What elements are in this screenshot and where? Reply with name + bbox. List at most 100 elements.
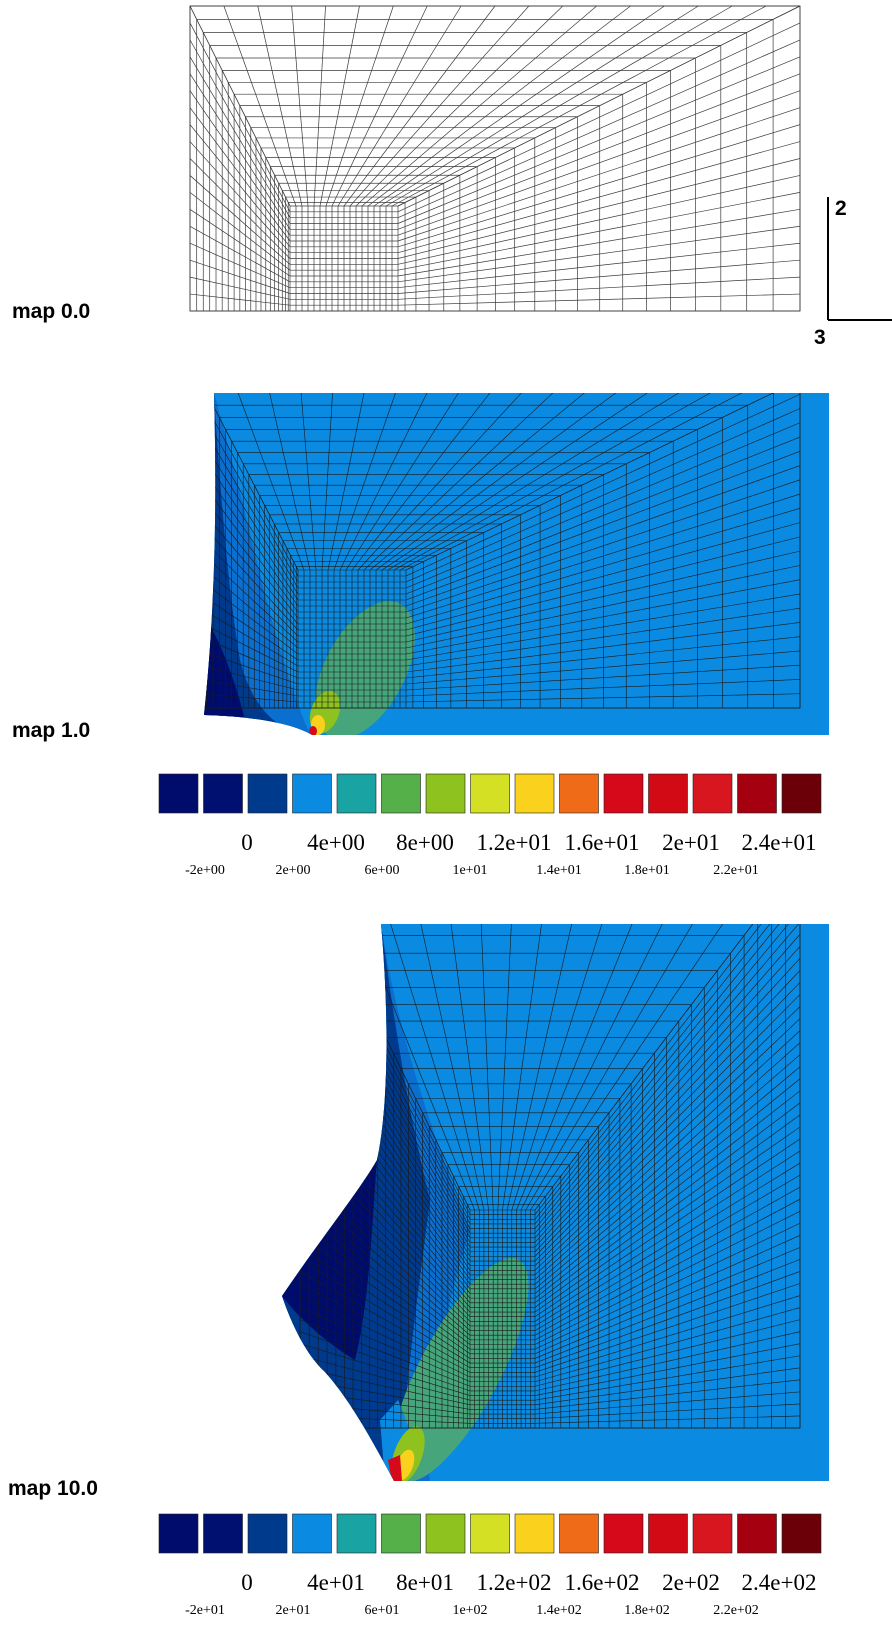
mesh-line (204, 451, 299, 601)
colorbar-swatch (692, 1513, 733, 1554)
mesh-line (299, 1247, 471, 1359)
mesh-line (405, 536, 801, 637)
mesh-line (397, 242, 801, 289)
colorbar-major-tick: 1.2e+01 (477, 830, 552, 855)
mesh-line (525, 924, 729, 1211)
mesh-line (534, 1198, 801, 1341)
axis-3-label: 3 (814, 326, 826, 349)
mesh-line (204, 465, 299, 607)
mesh-line (299, 1331, 471, 1392)
colorbar-minor-tick: 2.2e+02 (713, 1603, 759, 1618)
mesh-line (204, 436, 299, 595)
mesh-line (189, 141, 291, 253)
colorbar-swatch (336, 1513, 377, 1554)
mesh-line (534, 924, 801, 1234)
mesh-line (189, 259, 291, 294)
mesh-line (204, 565, 299, 649)
mesh-line (299, 1343, 471, 1396)
mesh-line (204, 664, 299, 691)
mesh-line (299, 1235, 471, 1355)
mesh-line (204, 508, 299, 625)
colorbar-swatch (737, 1513, 777, 1554)
mesh-line (405, 393, 801, 577)
colorbar-major-tick: 2.4e+02 (742, 1570, 817, 1595)
mesh-line (397, 192, 801, 271)
mesh-line (321, 393, 334, 571)
colorbar-swatch (470, 1513, 510, 1554)
mesh-line (534, 934, 801, 1239)
colorbar-swatch (292, 1513, 332, 1554)
mesh-line (534, 1066, 801, 1290)
mesh-line (299, 1210, 471, 1345)
mesh-line (405, 451, 801, 601)
mesh-line (534, 1210, 801, 1345)
colorbar-minor-tick: 2.2e+01 (713, 863, 759, 878)
mesh-line (189, 56, 291, 224)
mesh-line (204, 479, 299, 613)
colorbar-swatch (425, 1513, 466, 1554)
mesh-line (405, 522, 801, 631)
mesh-line (189, 242, 291, 288)
mesh-line (204, 393, 299, 571)
mesh-line (204, 607, 299, 667)
mesh-line (534, 1018, 801, 1271)
mesh-line (397, 175, 801, 265)
mesh-line (399, 393, 767, 571)
mesh-line (357, 393, 534, 571)
colorbar-major-tick: 4e+00 (307, 830, 365, 855)
colorbar-minor-tick: 1e+02 (452, 1603, 487, 1618)
colorbar-major-tick: 1.2e+02 (477, 1570, 552, 1595)
mesh-line (534, 1126, 801, 1313)
mesh-line (397, 22, 801, 213)
mesh-line (405, 465, 801, 607)
mesh-line (371, 924, 480, 1211)
deformed-mesh-1 (204, 393, 801, 709)
mesh-line (534, 1403, 801, 1420)
colorbar-swatch (603, 1513, 644, 1554)
mesh-line (478, 924, 494, 1211)
colorbar-major-tick: 2e+02 (662, 1570, 720, 1595)
mesh-line (204, 422, 299, 589)
mesh-line (189, 225, 291, 283)
mesh-line (327, 393, 367, 571)
mesh-line (189, 90, 291, 236)
mesh-line (189, 293, 291, 306)
mesh-line (516, 924, 658, 1211)
mesh-line (397, 39, 801, 218)
colorbar-major-tick: 8e+01 (396, 1570, 454, 1595)
mesh-line (387, 393, 701, 571)
mesh-line (534, 1054, 801, 1285)
colorbar-swatch (692, 773, 733, 814)
colorbar-swatch (336, 773, 377, 814)
mesh-line (391, 5, 767, 207)
mesh-line (204, 522, 299, 631)
colorbar-minor-tick: 6e+00 (364, 863, 399, 878)
mesh-line (534, 1174, 801, 1331)
mesh-line (204, 622, 299, 673)
colorbar-minor-tick: 1.8e+02 (624, 1603, 670, 1618)
mesh-line (397, 124, 801, 248)
mesh-line (534, 1042, 801, 1280)
mesh-line (397, 56, 801, 224)
colorbar-swatch (292, 773, 332, 814)
mesh-line (189, 107, 291, 242)
mesh-line (299, 1307, 471, 1382)
mesh-line (351, 393, 501, 571)
mesh-line (204, 636, 299, 679)
mesh-line (299, 393, 317, 571)
mesh-border (189, 5, 801, 312)
mesh-line (369, 393, 601, 571)
mesh-line (189, 192, 291, 271)
mesh-line (534, 1283, 801, 1373)
colorbar-swatch (781, 773, 822, 814)
mesh-line (337, 5, 462, 207)
panel-map-1: map 1.0 (12, 393, 829, 742)
mesh-line (381, 393, 667, 571)
mesh-line (534, 924, 801, 1225)
colorbar-swatch (737, 773, 777, 814)
colorbar-major-tick: 2.4e+01 (742, 830, 817, 855)
mesh-line (355, 5, 564, 207)
colorbar-swatch (158, 1513, 199, 1554)
colorbar-major-tick: 1.6e+02 (565, 1570, 640, 1595)
